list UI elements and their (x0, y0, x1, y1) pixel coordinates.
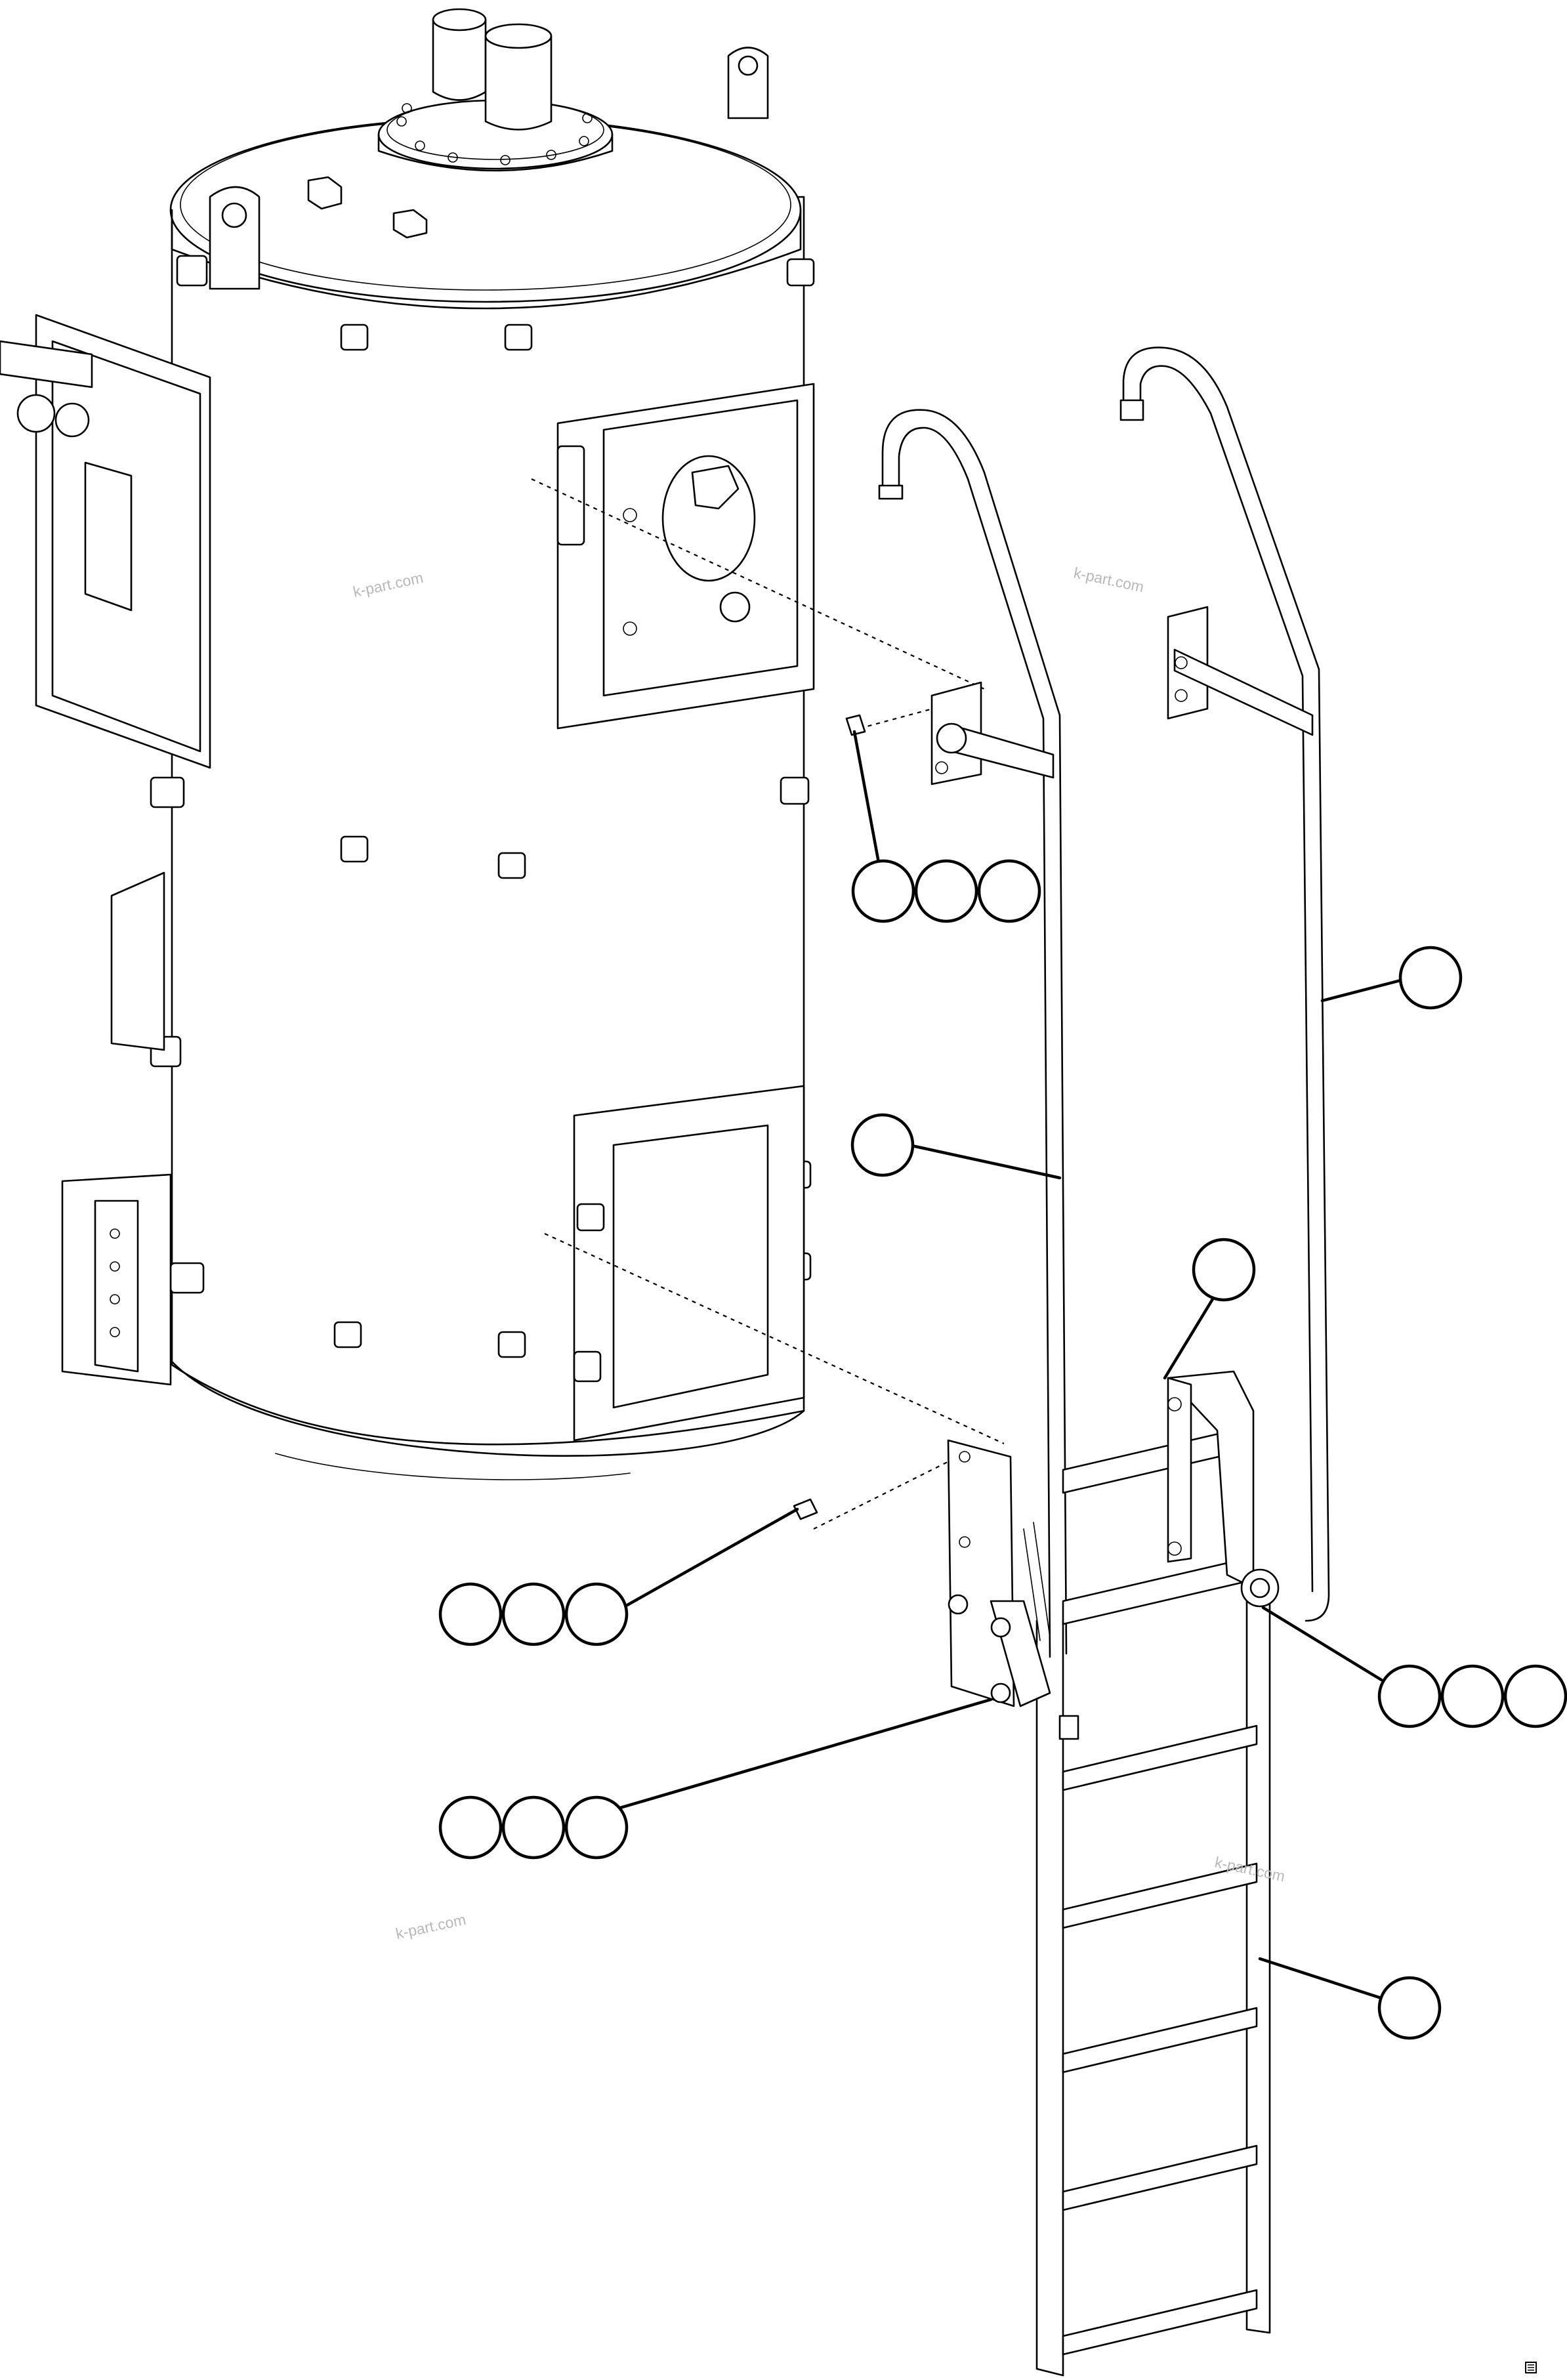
tank (0, 8, 815, 1480)
assembly-lines (531, 478, 1005, 1530)
leader-lines (615, 730, 1413, 2000)
upper-bolt-callout (851, 859, 1041, 923)
left-handrail-callout (850, 1113, 915, 1177)
bracket-callout (1192, 1238, 1256, 1302)
corner-mark-icon (1525, 2362, 1537, 2373)
right-handrail-callout (1398, 946, 1463, 1010)
ladder (793, 1370, 1280, 2377)
right-handrail (1119, 346, 1330, 1622)
left-handrail (845, 409, 1068, 1658)
ladder-callout (1377, 1976, 1442, 2040)
lower-bolt-callout (438, 1582, 629, 1646)
watermark: k-part.com (394, 1911, 468, 1942)
hinge-pin-callout (1377, 1664, 1567, 1728)
lower-nut-callout (438, 1795, 629, 1860)
watermark: k-part.com (1072, 564, 1146, 595)
